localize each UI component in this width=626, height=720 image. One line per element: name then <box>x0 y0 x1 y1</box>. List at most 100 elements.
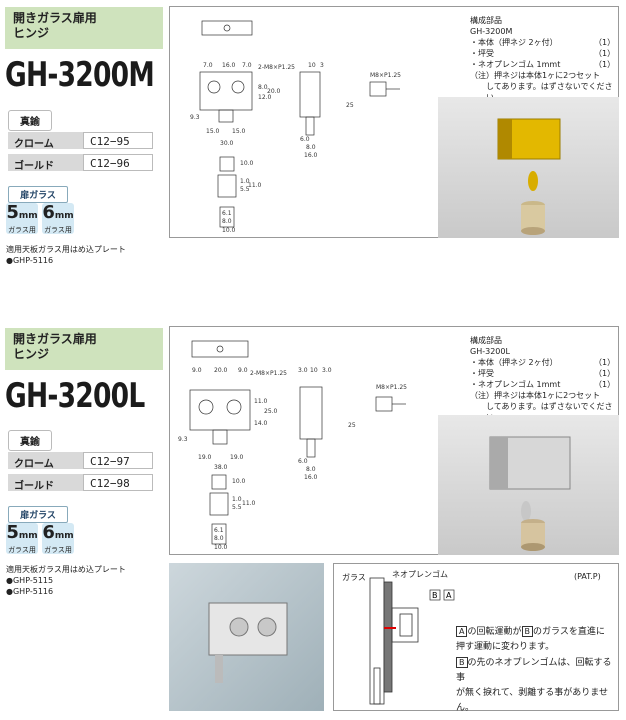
model-name-2: GH-3200L <box>5 376 145 416</box>
svg-text:7.0: 7.0 <box>242 62 252 69</box>
thickness-badge: 6mm ガラス用 <box>42 202 74 234</box>
door-glass-label-2: 扉ガラス <box>8 506 68 523</box>
svg-text:5.5: 5.5 <box>232 504 242 511</box>
svg-text:15.0: 15.0 <box>232 128 246 135</box>
svg-text:8.0: 8.0 <box>258 84 268 91</box>
technical-drawing-1: 7.0 16.0 7.0 2-M8×P1.25 10 3 8.0 12.0 20… <box>190 20 401 234</box>
thickness-badge: 5mm ガラス用 <box>6 202 38 234</box>
product-photo-2 <box>438 415 619 555</box>
plate-item: ●GHP-5116 <box>6 256 54 265</box>
category-band-1: 開きガラス扉用 ヒンジ <box>5 7 163 49</box>
finish-name: クローム <box>8 132 83 150</box>
thickness-badge: 5mm ガラス用 <box>6 522 38 554</box>
material-label-1: 真鍮 <box>8 110 52 131</box>
product-photo-1 <box>438 97 619 238</box>
svg-text:16.0: 16.0 <box>304 152 318 159</box>
thickness-badges-1: 5mm ガラス用 6mm ガラス用 <box>6 203 78 236</box>
drawing-panel-2: 9.0 20.0 9.0 2-M8×P1.25 3.0 10 3.0 14.0 … <box>169 326 619 555</box>
spec-heading: 構成部品 <box>470 336 502 345</box>
svg-text:10: 10 <box>310 367 318 374</box>
installed-hinge-photo <box>169 563 324 711</box>
drawing-panel-1: 7.0 16.0 7.0 2-M8×P1.25 10 3 8.0 12.0 20… <box>169 6 619 238</box>
technical-drawing-2: 9.0 20.0 9.0 2-M8×P1.25 3.0 10 3.0 14.0 … <box>178 340 407 551</box>
finish-name: クローム <box>8 452 83 470</box>
material-label-2: 真鍮 <box>8 430 52 451</box>
thickness-badge: 6mm ガラス用 <box>42 522 74 554</box>
finish-name: ゴールド <box>8 474 83 492</box>
svg-text:1.0: 1.0 <box>240 178 250 185</box>
gold-hinge-image <box>497 118 561 235</box>
svg-text:12.0: 12.0 <box>258 94 272 101</box>
svg-text:19.0: 19.0 <box>198 454 212 461</box>
svg-text:10.0: 10.0 <box>222 227 236 234</box>
svg-text:25.0: 25.0 <box>264 408 278 415</box>
svg-text:25: 25 <box>346 102 354 109</box>
svg-text:3: 3 <box>320 62 324 69</box>
spec-list-1: 構成部品 GH-3200M ・本体（押ネジ 2ヶ付）（1） ・坪受（1） ・ネオ… <box>470 15 618 103</box>
svg-text:9.3: 9.3 <box>190 114 200 121</box>
spec-model: GH-3200L <box>470 347 510 356</box>
category-text: 開きガラス扉用 <box>13 11 97 25</box>
svg-text:9.3: 9.3 <box>178 436 188 443</box>
subcategory-text: ヒンジ <box>13 26 50 40</box>
dimension-labels-1: 7.0 16.0 7.0 2-M8×P1.25 10 3 8.0 12.0 20… <box>190 62 401 234</box>
subcategory-text: ヒンジ <box>13 347 50 361</box>
svg-text:2-M8×P1.25: 2-M8×P1.25 <box>258 64 295 71</box>
plate-note-2: 適用天板ガラス用はめ込プレート ●GHP-5115 ●GHP-5116 <box>6 565 126 596</box>
patent-label: (PAT.P) <box>574 572 601 581</box>
plate-note-1: 適用天板ガラス用はめ込プレート ●GHP-5116 <box>6 245 126 265</box>
svg-text:19.0: 19.0 <box>230 454 244 461</box>
door-glass-label-1: 扉ガラス <box>8 186 68 203</box>
svg-text:3.0: 3.0 <box>322 367 332 374</box>
svg-text:5.5: 5.5 <box>240 186 250 193</box>
svg-text:M8×P1.25: M8×P1.25 <box>376 384 407 391</box>
svg-text:30.0: 30.0 <box>220 140 234 147</box>
svg-text:9.0: 9.0 <box>238 367 248 374</box>
thickness-badges-2: 5mm ガラス用 6mm ガラス用 <box>6 523 78 556</box>
svg-text:10.0: 10.0 <box>214 544 228 551</box>
svg-text:1.0: 1.0 <box>232 496 242 503</box>
svg-text:7.0: 7.0 <box>203 62 213 69</box>
svg-text:8.0: 8.0 <box>306 466 316 473</box>
svg-text:8.0: 8.0 <box>214 535 224 542</box>
svg-text:20.0: 20.0 <box>267 88 281 95</box>
svg-text:6.1: 6.1 <box>214 527 224 534</box>
svg-text:10.0: 10.0 <box>240 160 254 167</box>
finish-row: ゴールド C12−96 <box>8 153 153 172</box>
svg-text:6.0: 6.0 <box>298 458 308 465</box>
model-name-1: GH-3200M <box>5 55 155 95</box>
spec-model: GH-3200M <box>470 27 513 36</box>
finish-row: ゴールド C12−98 <box>8 473 153 492</box>
svg-text:2-M8×P1.25: 2-M8×P1.25 <box>250 370 287 377</box>
dimension-labels-2: 9.0 20.0 9.0 2-M8×P1.25 3.0 10 3.0 14.0 … <box>178 367 407 551</box>
svg-text:8.0: 8.0 <box>222 218 232 225</box>
finish-code: C12−95 <box>83 132 153 149</box>
svg-text:11.0: 11.0 <box>242 500 256 507</box>
svg-text:6.1: 6.1 <box>222 210 232 217</box>
spec-list-2: 構成部品 GH-3200L ・本体（押ネジ 2ヶ付）（1） ・坪受（1） ・ネオ… <box>470 335 618 423</box>
category-text: 開きガラス扉用 <box>13 332 97 346</box>
finish-table-2: クローム C12−97 ゴールド C12−98 <box>8 451 153 492</box>
svg-text:11.0: 11.0 <box>254 398 268 405</box>
svg-text:A: A <box>446 591 452 600</box>
svg-text:10: 10 <box>308 62 316 69</box>
finish-code: C12−97 <box>83 452 153 469</box>
spec-heading: 構成部品 <box>470 16 502 25</box>
finish-table-1: クローム C12−95 ゴールド C12−96 <box>8 131 153 172</box>
plate-item: ●GHP-5115 <box>6 576 54 585</box>
svg-text:10.0: 10.0 <box>232 478 246 485</box>
plate-item: ●GHP-5116 <box>6 587 54 596</box>
svg-text:9.0: 9.0 <box>192 367 202 374</box>
svg-text:M8×P1.25: M8×P1.25 <box>370 72 401 79</box>
chrome-hinge-image <box>489 436 571 551</box>
svg-text:3.0: 3.0 <box>298 367 308 374</box>
svg-text:11.0: 11.0 <box>248 182 262 189</box>
svg-text:8.0: 8.0 <box>306 144 316 151</box>
mechanism-diagram: B A <box>369 577 455 705</box>
finish-code: C12−96 <box>83 154 153 171</box>
installed-hinge-image <box>208 602 288 683</box>
finish-row: クローム C12−97 <box>8 451 153 470</box>
finish-name: ゴールド <box>8 154 83 172</box>
